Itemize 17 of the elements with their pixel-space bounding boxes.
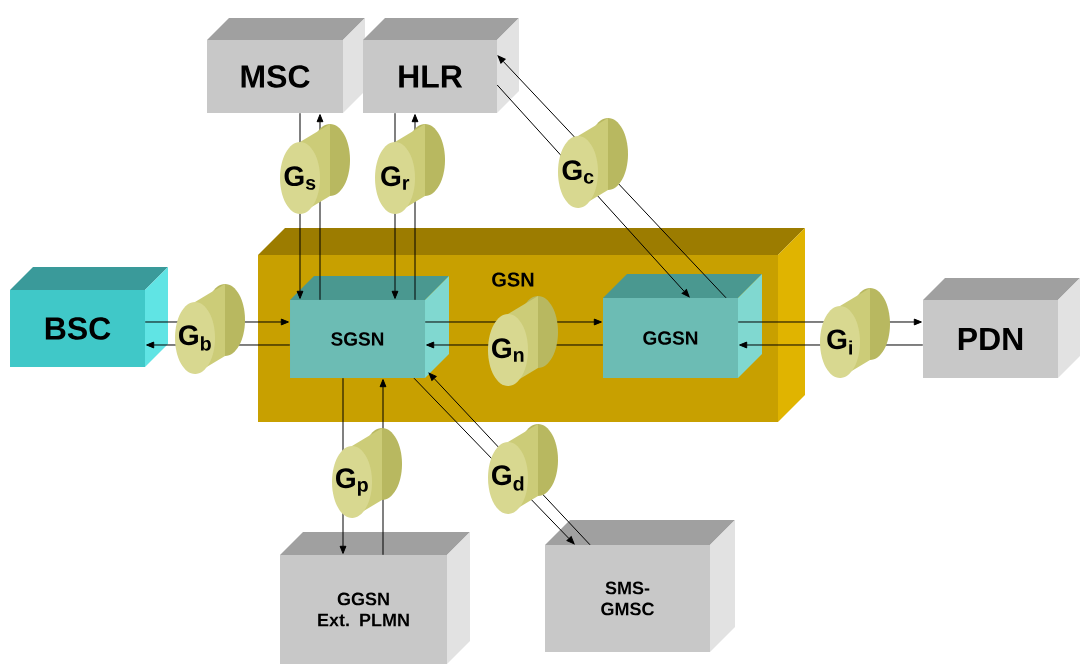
interface-cylinder: G$_{c}$ — [558, 118, 628, 208]
box: BSC — [10, 267, 168, 367]
interface-cylinder: G$_{i}$ — [820, 288, 890, 378]
interface-cylinder: G$_{r}$ — [375, 124, 445, 214]
box: GGSN — [603, 274, 762, 378]
box: PDN — [923, 278, 1080, 378]
interface-cylinder: G$_{n}$ — [488, 296, 558, 386]
node-label: MSC — [241, 65, 310, 88]
box: GGSN Ext. PLMN — [280, 532, 470, 664]
interface-cylinder: G$_{b}$ — [175, 284, 245, 374]
interface-cylinder: G$_{p}$ — [332, 428, 402, 518]
box: SGSN — [290, 276, 449, 378]
box: SMS-GMSC — [545, 520, 735, 652]
box: MSC — [207, 18, 365, 113]
box: HLR — [363, 18, 519, 113]
interface-cylinder: G$_{d}$ — [488, 424, 558, 514]
interface-cylinder: G$_{s}$ — [280, 124, 350, 214]
